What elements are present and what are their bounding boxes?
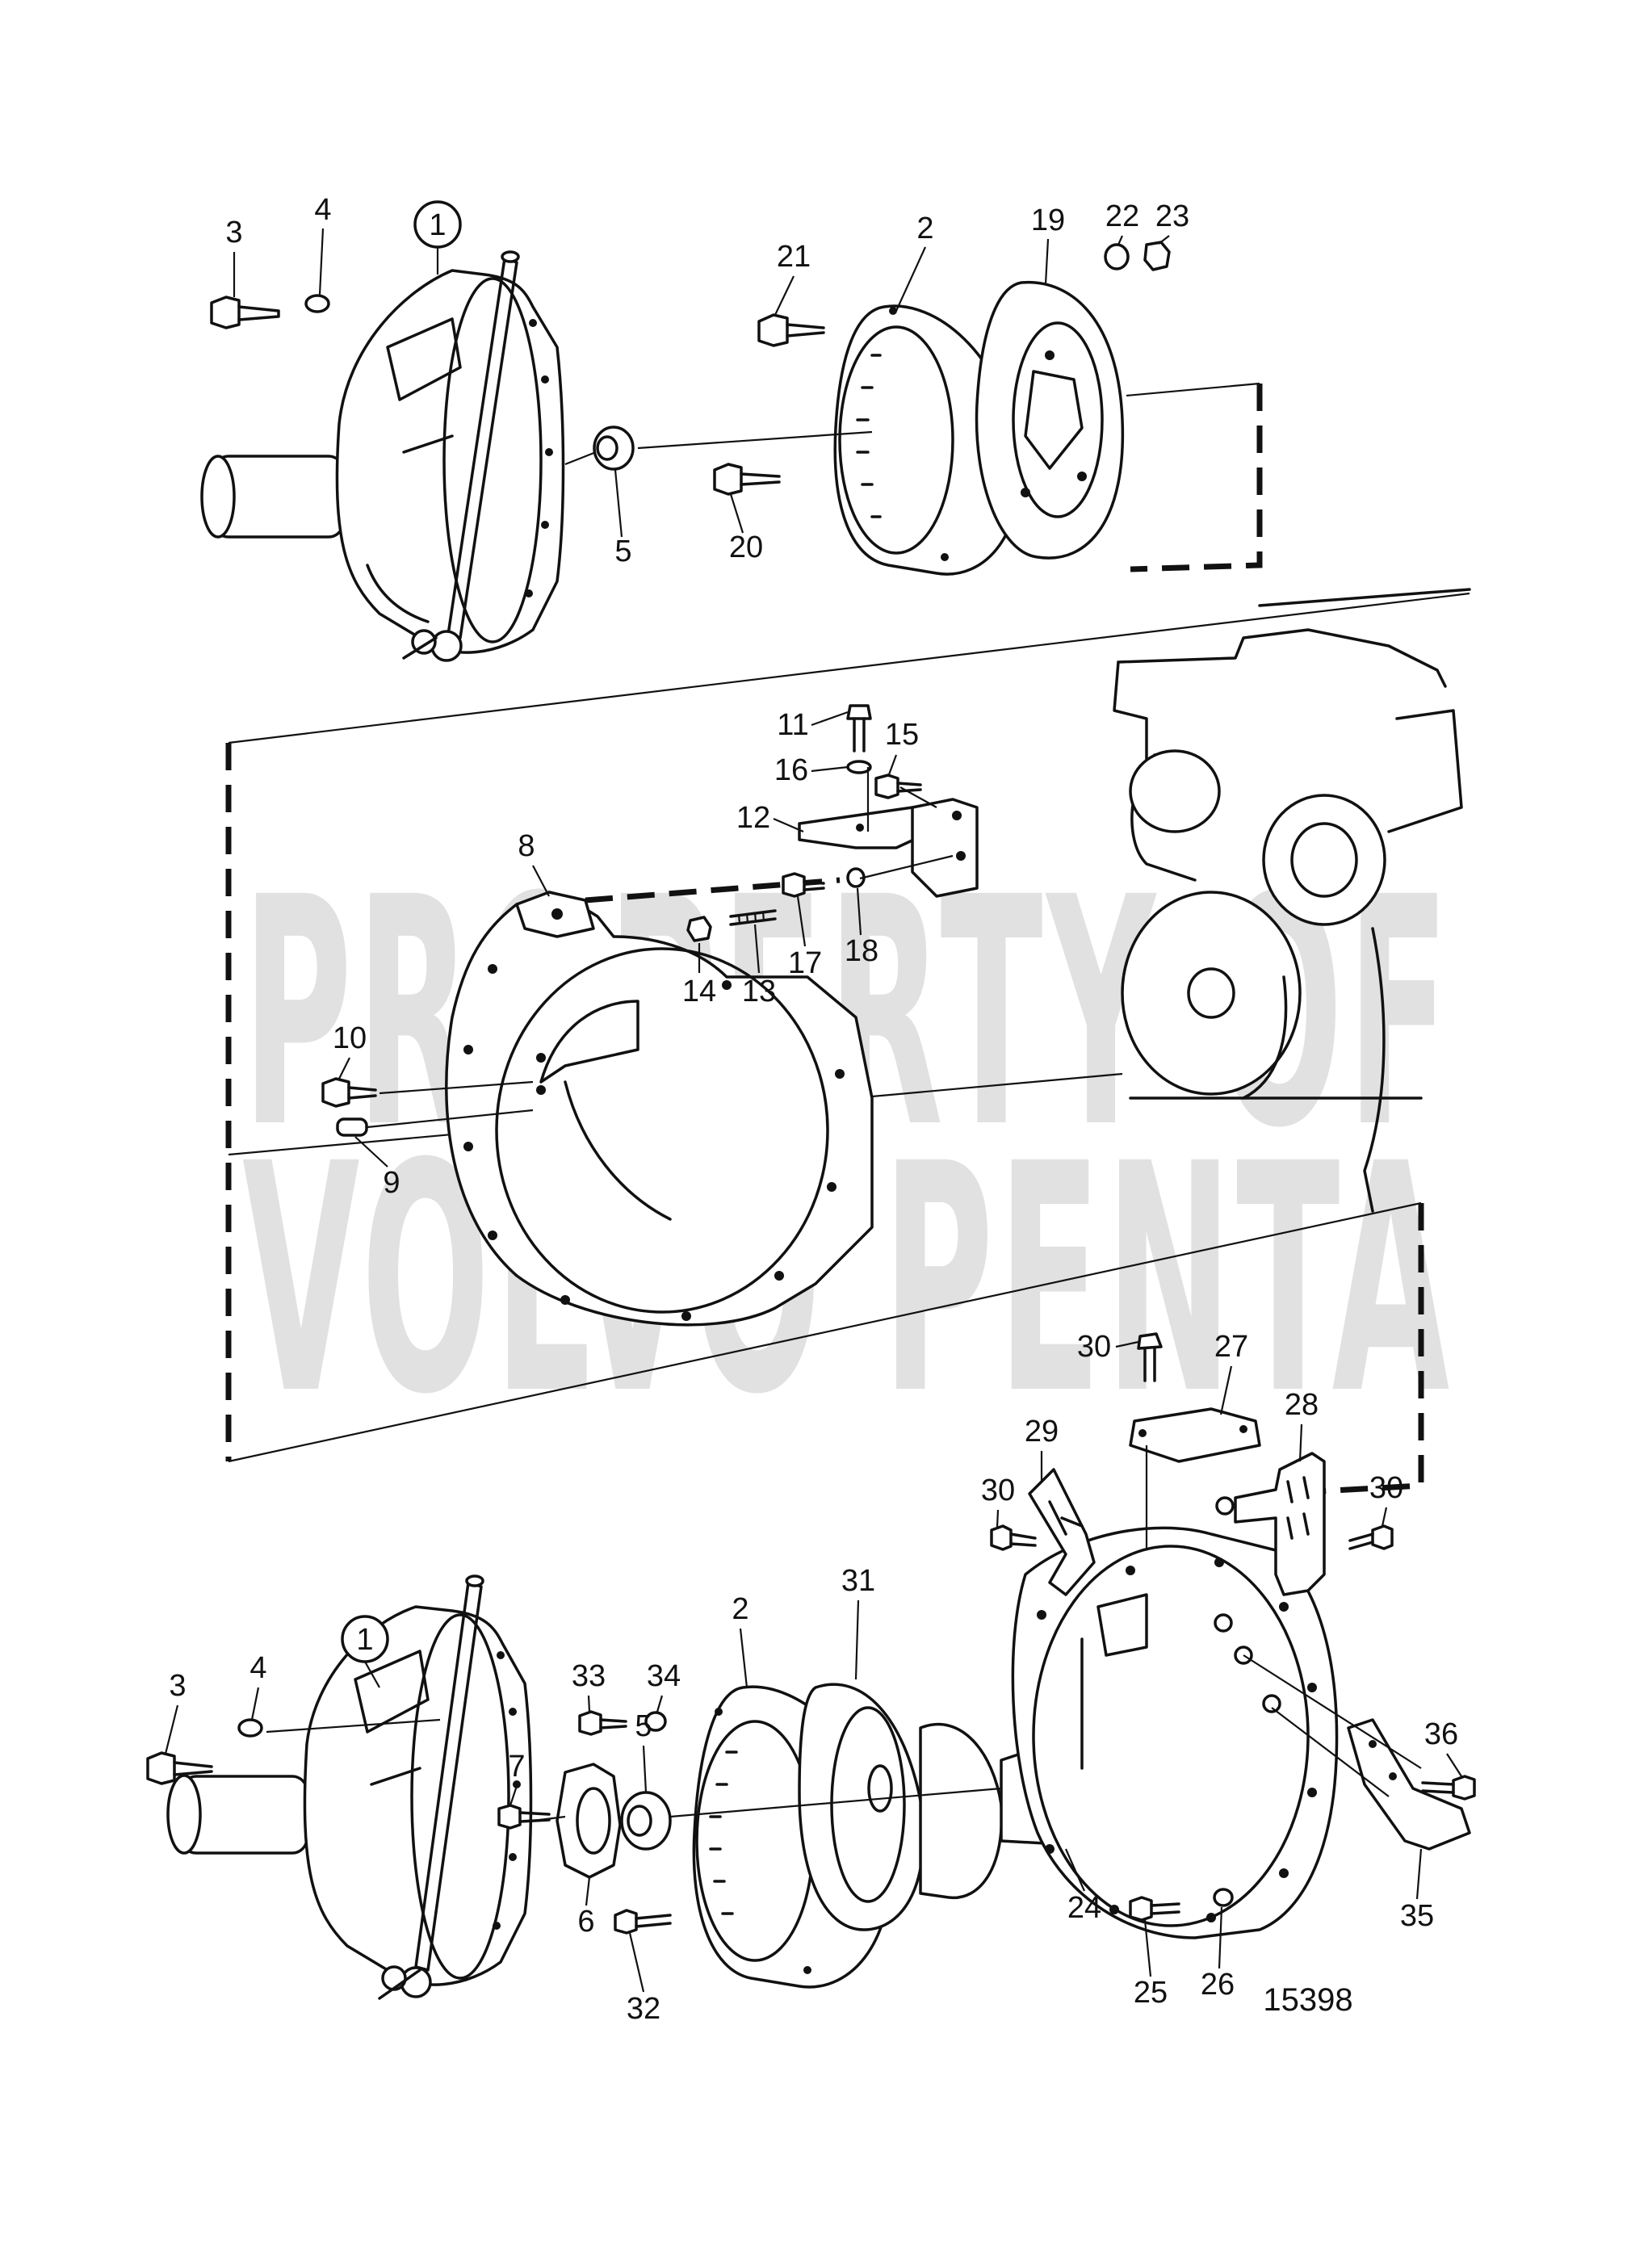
callout-31: 31	[841, 1564, 875, 1598]
bolt-10	[321, 1077, 534, 1108]
callout-21-top: 21	[777, 240, 811, 274]
flywheel-housing-8	[445, 891, 874, 1327]
callout-10: 10	[333, 1021, 367, 1055]
nut-14	[686, 916, 712, 942]
callout-30-right: 30	[1369, 1471, 1403, 1505]
callout-1-bottom: 1	[356, 1623, 373, 1657]
callout-26: 26	[1201, 1968, 1235, 2002]
bracket-27	[1129, 1407, 1261, 1550]
callout-27: 27	[1214, 1330, 1248, 1364]
bolt-30-left	[990, 1524, 1037, 1551]
washer-22	[1104, 243, 1130, 270]
oil-seal-5	[593, 426, 635, 471]
bolt-3	[210, 296, 280, 329]
callout-20-top: 20	[729, 530, 763, 564]
bottom-assembly	[146, 1203, 1476, 2000]
callout-8: 8	[518, 829, 535, 863]
callout-1-top: 1	[429, 208, 446, 242]
callout-30-left: 30	[981, 1474, 1015, 1507]
bolt-11	[846, 704, 872, 753]
callout-23-top: 23	[1155, 199, 1189, 233]
bolt-33	[578, 1710, 627, 1736]
callout-11: 11	[777, 708, 808, 742]
reverse-gear-housing-bottom	[166, 1574, 533, 2000]
callout-25: 25	[1134, 1976, 1168, 2010]
callout-18: 18	[845, 934, 878, 968]
callout-35: 35	[1400, 1899, 1434, 1933]
washer-16	[846, 760, 872, 774]
dowel-pin-9	[336, 1109, 534, 1137]
bolt-30-right	[1348, 1524, 1394, 1550]
middle-assembly	[225, 592, 1470, 1463]
lock-washer-4-bottom	[237, 1718, 263, 1738]
bolt-32	[614, 1909, 672, 1935]
bracket-28	[1215, 1452, 1326, 1596]
callouts: 1 3 4 5 2 19 21 20 22 23 11 16 15 12 8 1…	[164, 193, 1462, 2026]
callout-5-top: 5	[614, 535, 631, 568]
callout-9: 9	[383, 1166, 400, 1200]
bolt-21	[757, 313, 825, 347]
bolt-36	[1421, 1775, 1476, 1801]
callout-13: 13	[742, 975, 776, 1008]
callout-5-bottom: 5	[635, 1709, 652, 1743]
bracket-29	[1028, 1468, 1096, 1596]
callout-14: 14	[682, 975, 716, 1008]
bolt-20	[713, 463, 781, 496]
flywheel-housing-24	[1011, 1526, 1339, 1939]
callout-22-top: 22	[1105, 199, 1139, 233]
callout-16: 16	[774, 753, 808, 787]
callout-33: 33	[572, 1659, 606, 1693]
callout-34: 34	[647, 1659, 681, 1693]
reverse-gear-housing	[200, 250, 565, 662]
callout-15: 15	[885, 718, 919, 752]
callout-2-top: 2	[916, 212, 933, 245]
damper-plate-19	[975, 280, 1125, 560]
bolt-3-bottom	[146, 1751, 213, 1785]
callout-12: 12	[736, 801, 770, 835]
callout-24: 24	[1067, 1891, 1101, 1925]
callout-28: 28	[1285, 1388, 1319, 1422]
callout-4-bottom: 4	[249, 1651, 266, 1685]
bolt-25	[1129, 1896, 1180, 1922]
bracket-12	[798, 798, 979, 898]
callout-17: 17	[788, 946, 822, 980]
callout-19-top: 19	[1031, 203, 1065, 237]
washer-34	[644, 1711, 667, 1732]
stud-13	[729, 909, 777, 926]
callout-3-top: 3	[225, 216, 242, 249]
callout-2-bottom: 2	[732, 1592, 748, 1626]
callout-7: 7	[508, 1750, 525, 1784]
callout-3-bottom: 3	[169, 1669, 186, 1703]
bolt-30-top	[1137, 1332, 1163, 1382]
callout-32: 32	[627, 1992, 660, 2026]
callout-4-top: 4	[314, 193, 331, 227]
callout-30-top: 30	[1077, 1330, 1111, 1364]
callout-6: 6	[577, 1905, 594, 1939]
bolt-17	[782, 872, 825, 898]
figure-number: 15398	[1263, 1982, 1352, 2018]
engine-outline	[1113, 588, 1471, 1213]
callout-29: 29	[1025, 1415, 1059, 1449]
bracket-35	[1347, 1718, 1471, 1851]
washer-26	[1213, 1888, 1234, 1907]
oil-seal-5-bottom	[620, 1791, 672, 1851]
callout-36: 36	[1424, 1717, 1458, 1751]
lock-washer-4	[304, 294, 330, 313]
top-assembly	[200, 241, 1263, 662]
flange-6	[556, 1763, 622, 1879]
nut-23	[1143, 241, 1171, 271]
